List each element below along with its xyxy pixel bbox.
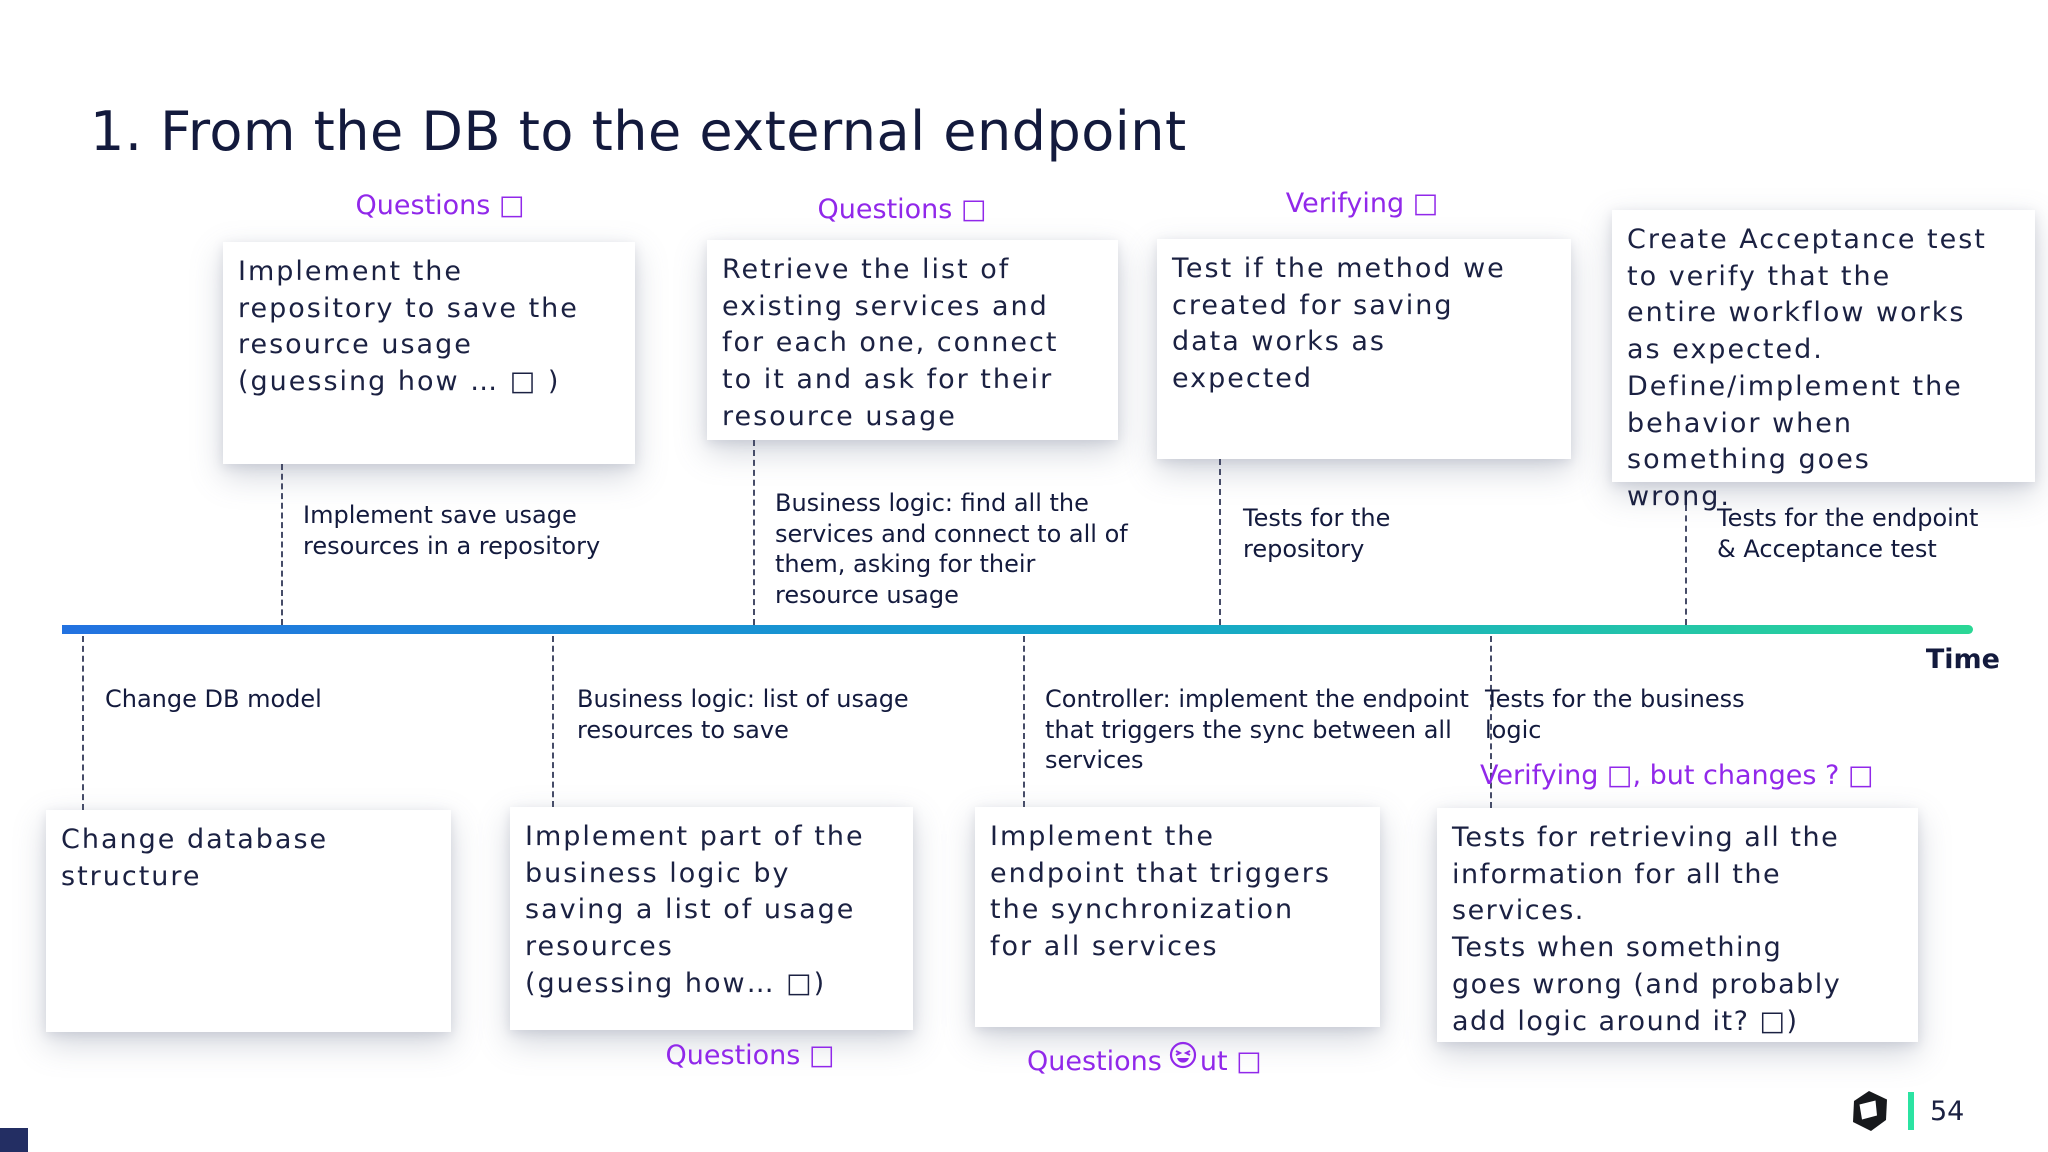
verifying-but-changes-label: Verifying □, but changes ? □	[1480, 760, 1874, 791]
dashed-connector-top-2	[753, 440, 755, 625]
page-number: 54	[1930, 1096, 1965, 1127]
questions-label-bottom-2-pre: Questions	[1027, 1046, 1162, 1077]
time-axis-label: Time	[1925, 644, 2000, 675]
questions-label-bottom-2-post: ut □	[1199, 1046, 1262, 1077]
dashed-connector-top-3	[1219, 459, 1221, 625]
dashed-connector-bottom-4	[1490, 636, 1492, 808]
task-card-partial-business-logic: Implement part of the business logic by …	[510, 807, 913, 1030]
timeline-bar	[62, 625, 1973, 634]
dashed-connector-bottom-2	[552, 636, 554, 807]
task-card-test-method: Test if the method we created for saving…	[1157, 239, 1571, 459]
questions-label-bottom-2: Questions ut □	[1027, 1040, 1262, 1077]
note-business-logic-list: Business logic: list of usage resources …	[577, 685, 909, 744]
note-save-usage: Implement save usage resources in a repo…	[303, 501, 601, 560]
note-change-db-model: Change DB model	[105, 685, 322, 713]
laughing-emoji-icon	[1168, 1040, 1198, 1077]
questions-label-bottom-1: Questions □	[665, 1040, 835, 1071]
dashed-connector-bottom-3	[1023, 636, 1025, 807]
task-card-retrieve-services: Retrieve the list of existing services a…	[707, 240, 1118, 440]
page-title: 1. From the DB to the external endpoint	[90, 100, 1187, 163]
dashed-connector-top-1	[281, 464, 283, 625]
note-business-logic-find: Business logic: find all the services an…	[775, 489, 1128, 610]
dashed-connector-top-4	[1685, 505, 1687, 625]
task-card-acceptance-test: Create Acceptance test to verify that th…	[1612, 210, 2035, 512]
questions-label-2: Questions □	[817, 194, 987, 225]
note-tests-endpoint: Tests for the endpoint & Acceptance test	[1717, 504, 1979, 563]
dashed-connector-bottom-1	[82, 636, 84, 810]
task-card-change-db: Change database structure	[46, 810, 451, 1032]
questions-label-1: Questions □	[355, 190, 525, 221]
cube-logo-icon	[1846, 1088, 1892, 1138]
task-card-tests-retrieving: Tests for retrieving all the information…	[1437, 808, 1918, 1042]
task-card-repository: Implement the repository to save the res…	[223, 242, 635, 464]
corner-accent-square	[0, 1128, 28, 1152]
note-controller-endpoint: Controller: implement the endpoint that …	[1045, 685, 1469, 775]
task-card-sync-endpoint: Implement the endpoint that triggers the…	[975, 807, 1380, 1027]
note-tests-business-logic: Tests for the business logic	[1485, 685, 1745, 744]
footer-accent-bar	[1908, 1092, 1914, 1130]
verifying-label-top: Verifying □	[1285, 188, 1439, 219]
note-tests-repository: Tests for the repository	[1243, 504, 1391, 563]
